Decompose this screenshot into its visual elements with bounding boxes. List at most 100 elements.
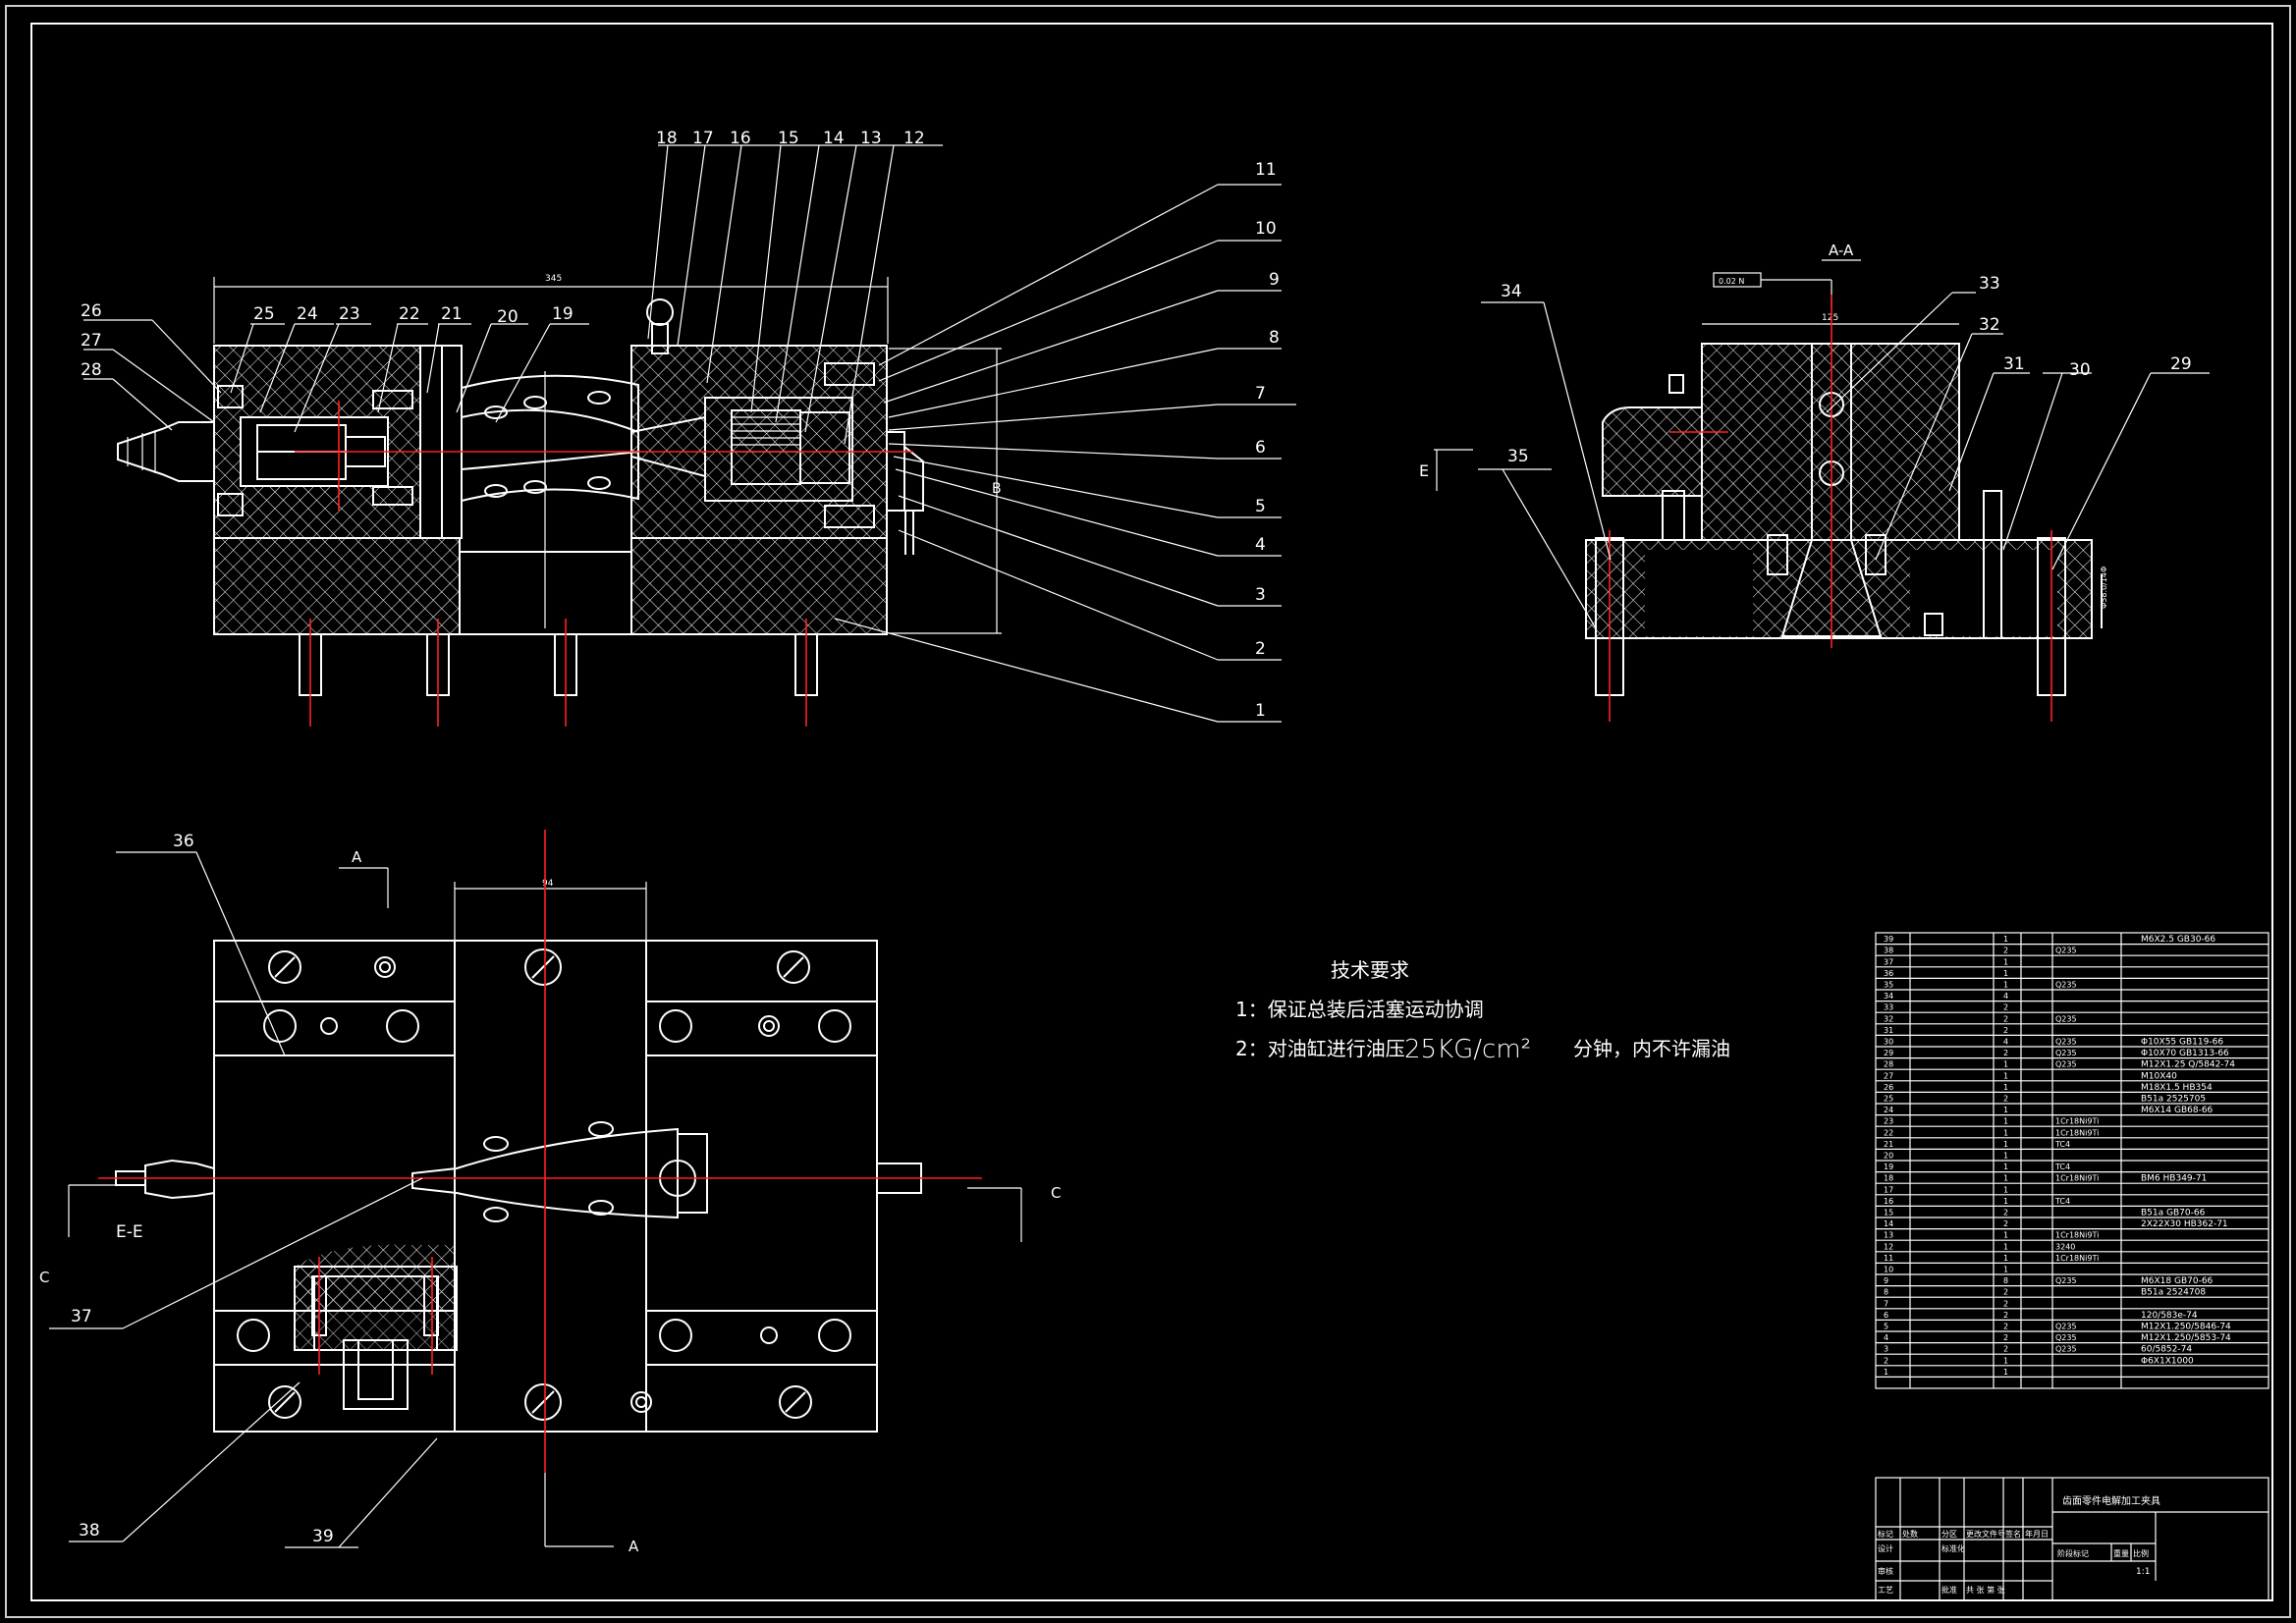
bom-no: 5 bbox=[1884, 1323, 1888, 1331]
bom-no: 10 bbox=[1884, 1266, 1893, 1274]
title-block-label: 标准化 bbox=[1941, 1543, 1965, 1553]
dim-overall: 345 bbox=[545, 274, 562, 284]
bom-no: 35 bbox=[1884, 981, 1893, 990]
bom-qty: 2 bbox=[2003, 1209, 2008, 1217]
svg-text:Φ58.0/14Φ: Φ58.0/14Φ bbox=[2100, 567, 2108, 609]
bom-standard: B51a 2524708 bbox=[2141, 1288, 2206, 1298]
bom-qty: 1 bbox=[2003, 1163, 2008, 1171]
bom-qty: 2 bbox=[2003, 1003, 2008, 1012]
bom-standard: 60/5852-74 bbox=[2141, 1345, 2192, 1355]
bom-qty: 1 bbox=[2003, 1071, 2008, 1080]
bom-no: 1 bbox=[1884, 1368, 1888, 1377]
bom-no: 39 bbox=[1884, 935, 1893, 944]
bom-qty: 1 bbox=[2003, 957, 2008, 966]
dim-height-b: B bbox=[992, 481, 1002, 497]
bom-material: 1Cr18Ni9Ti bbox=[2055, 1254, 2099, 1263]
bom-qty: 1 bbox=[2003, 1356, 2008, 1365]
bom-standard: M12X1.250/5853-74 bbox=[2141, 1333, 2231, 1343]
bom-no: 36 bbox=[1884, 969, 1893, 978]
section-view: A-A 0.02 N 125 Φ58.0/14Φ bbox=[1419, 242, 2108, 722]
bom-no: 31 bbox=[1884, 1026, 1893, 1035]
bom-qty: 2 bbox=[2003, 1049, 2008, 1057]
dim-section-width: 125 bbox=[1822, 313, 1838, 323]
bom-standard: Φ10X70 GB1313-66 bbox=[2141, 1049, 2229, 1058]
title-block-label: 审核 bbox=[1878, 1566, 1893, 1576]
bom-material: 1Cr18Ni9Ti bbox=[2055, 1231, 2099, 1240]
bom-no: 21 bbox=[1884, 1140, 1893, 1149]
bom-no: 29 bbox=[1884, 1049, 1893, 1057]
bom-standard: M6X2.5 GB30-66 bbox=[2141, 935, 2215, 945]
title-block-label: 设计 bbox=[1878, 1543, 1893, 1553]
bom-qty: 4 bbox=[2003, 992, 2008, 1001]
bom-qty: 1 bbox=[2003, 1242, 2008, 1251]
bom-material: Q235 bbox=[2055, 1014, 2077, 1023]
bom-qty: 1 bbox=[2003, 1231, 2008, 1240]
bom-no: 26 bbox=[1884, 1083, 1893, 1092]
bom-standard: M12X1.25 Q/5842-74 bbox=[2141, 1060, 2235, 1070]
bom-material: 1Cr18Ni9Ti bbox=[2055, 1128, 2099, 1137]
title-block-label: 标记 bbox=[1878, 1529, 1893, 1539]
view-mark-a-top: A bbox=[352, 848, 362, 866]
bom-standard: B51a 2525705 bbox=[2141, 1095, 2206, 1105]
tech-req-title: 技术要求 bbox=[1331, 958, 1409, 982]
bom-no: 22 bbox=[1884, 1128, 1893, 1137]
bom-material: Q235 bbox=[2055, 1049, 2077, 1057]
bom-standard: M6X14 GB68-66 bbox=[2141, 1106, 2214, 1115]
bom-material: Q235 bbox=[2055, 1038, 2077, 1047]
front-leaders bbox=[83, 144, 1296, 723]
bom-qty: 1 bbox=[2003, 1152, 2008, 1161]
balloon-21: 21 bbox=[441, 304, 463, 324]
balloon-16: 16 bbox=[730, 129, 751, 148]
title-block-label: 分区 bbox=[1941, 1530, 1957, 1539]
section-tolerance: 0.02 N bbox=[1719, 277, 1744, 286]
section-balloons: 34 35 33 32 31 30 29 bbox=[1501, 274, 2192, 466]
technical-requirements: 技术要求 1：保证总装后活塞运动协调 2：对油缸进行油压 25KG/cm² 分钟… bbox=[1235, 958, 1730, 1064]
balloon-6: 6 bbox=[1255, 438, 1266, 458]
balloon-9: 9 bbox=[1269, 270, 1280, 290]
bom-material: Q235 bbox=[2055, 1060, 2077, 1069]
bom-no: 16 bbox=[1884, 1197, 1893, 1206]
bom-material: TC4 bbox=[2054, 1197, 2070, 1206]
tech-req-line1: 1：保证总装后活塞运动协调 bbox=[1235, 998, 1484, 1021]
bom-material: 1Cr18Ni9Ti bbox=[2055, 1174, 2099, 1183]
bom-no: 33 bbox=[1884, 1003, 1893, 1012]
bom-standard: M10X40 bbox=[2141, 1071, 2177, 1081]
bom-material: TC4 bbox=[2054, 1140, 2070, 1149]
balloon-37: 37 bbox=[71, 1307, 92, 1326]
title-block-label: 年月日 bbox=[2025, 1529, 2049, 1539]
bom-qty: 2 bbox=[2003, 1095, 2008, 1104]
bom-qty: 2 bbox=[2003, 1014, 2008, 1023]
bom-qty: 2 bbox=[2003, 1345, 2008, 1354]
title-block-label: 更改文件号 bbox=[1966, 1529, 2005, 1539]
bom-qty: 1 bbox=[2003, 1266, 2008, 1274]
bom-standard: BM6 HB349-71 bbox=[2141, 1174, 2207, 1184]
bom-no: 37 bbox=[1884, 957, 1893, 966]
balloon-35: 35 bbox=[1507, 447, 1529, 466]
balloon-29: 29 bbox=[2170, 354, 2192, 374]
bom-qty: 1 bbox=[2003, 969, 2008, 978]
bom-qty: 1 bbox=[2003, 1128, 2008, 1137]
balloon-2: 2 bbox=[1255, 639, 1266, 659]
bom-no: 14 bbox=[1884, 1219, 1893, 1228]
balloon-27: 27 bbox=[81, 331, 102, 351]
bom-no: 27 bbox=[1884, 1071, 1893, 1080]
bom-no: 23 bbox=[1884, 1117, 1893, 1126]
bom-material: Q235 bbox=[2055, 981, 2077, 990]
tech-req-line2-pre: 2：对油缸进行油压 bbox=[1235, 1037, 1405, 1060]
bom-qty: 2 bbox=[2003, 1299, 2008, 1308]
balloon-14: 14 bbox=[823, 129, 845, 148]
balloon-22: 22 bbox=[399, 304, 420, 324]
dim-plan-width: 94 bbox=[542, 879, 554, 889]
bom-no: 20 bbox=[1884, 1152, 1893, 1161]
title-drawing-name: 齿面零件电解加工夹具 bbox=[2062, 1494, 2160, 1507]
front-balloons: 18 17 16 15 14 13 12 11 10 9 8 7 6 5 4 3… bbox=[81, 129, 1280, 721]
bom-no: 19 bbox=[1884, 1163, 1893, 1171]
bom-qty: 1 bbox=[2003, 1368, 2008, 1377]
bom-standard: Φ6X1X1000 bbox=[2141, 1356, 2194, 1366]
balloon-34: 34 bbox=[1501, 282, 1522, 301]
bom-qty: 8 bbox=[2003, 1276, 2008, 1285]
section-title: A-A bbox=[1829, 242, 1854, 259]
balloon-23: 23 bbox=[339, 304, 360, 324]
bom-qty: 2 bbox=[2003, 1288, 2008, 1297]
